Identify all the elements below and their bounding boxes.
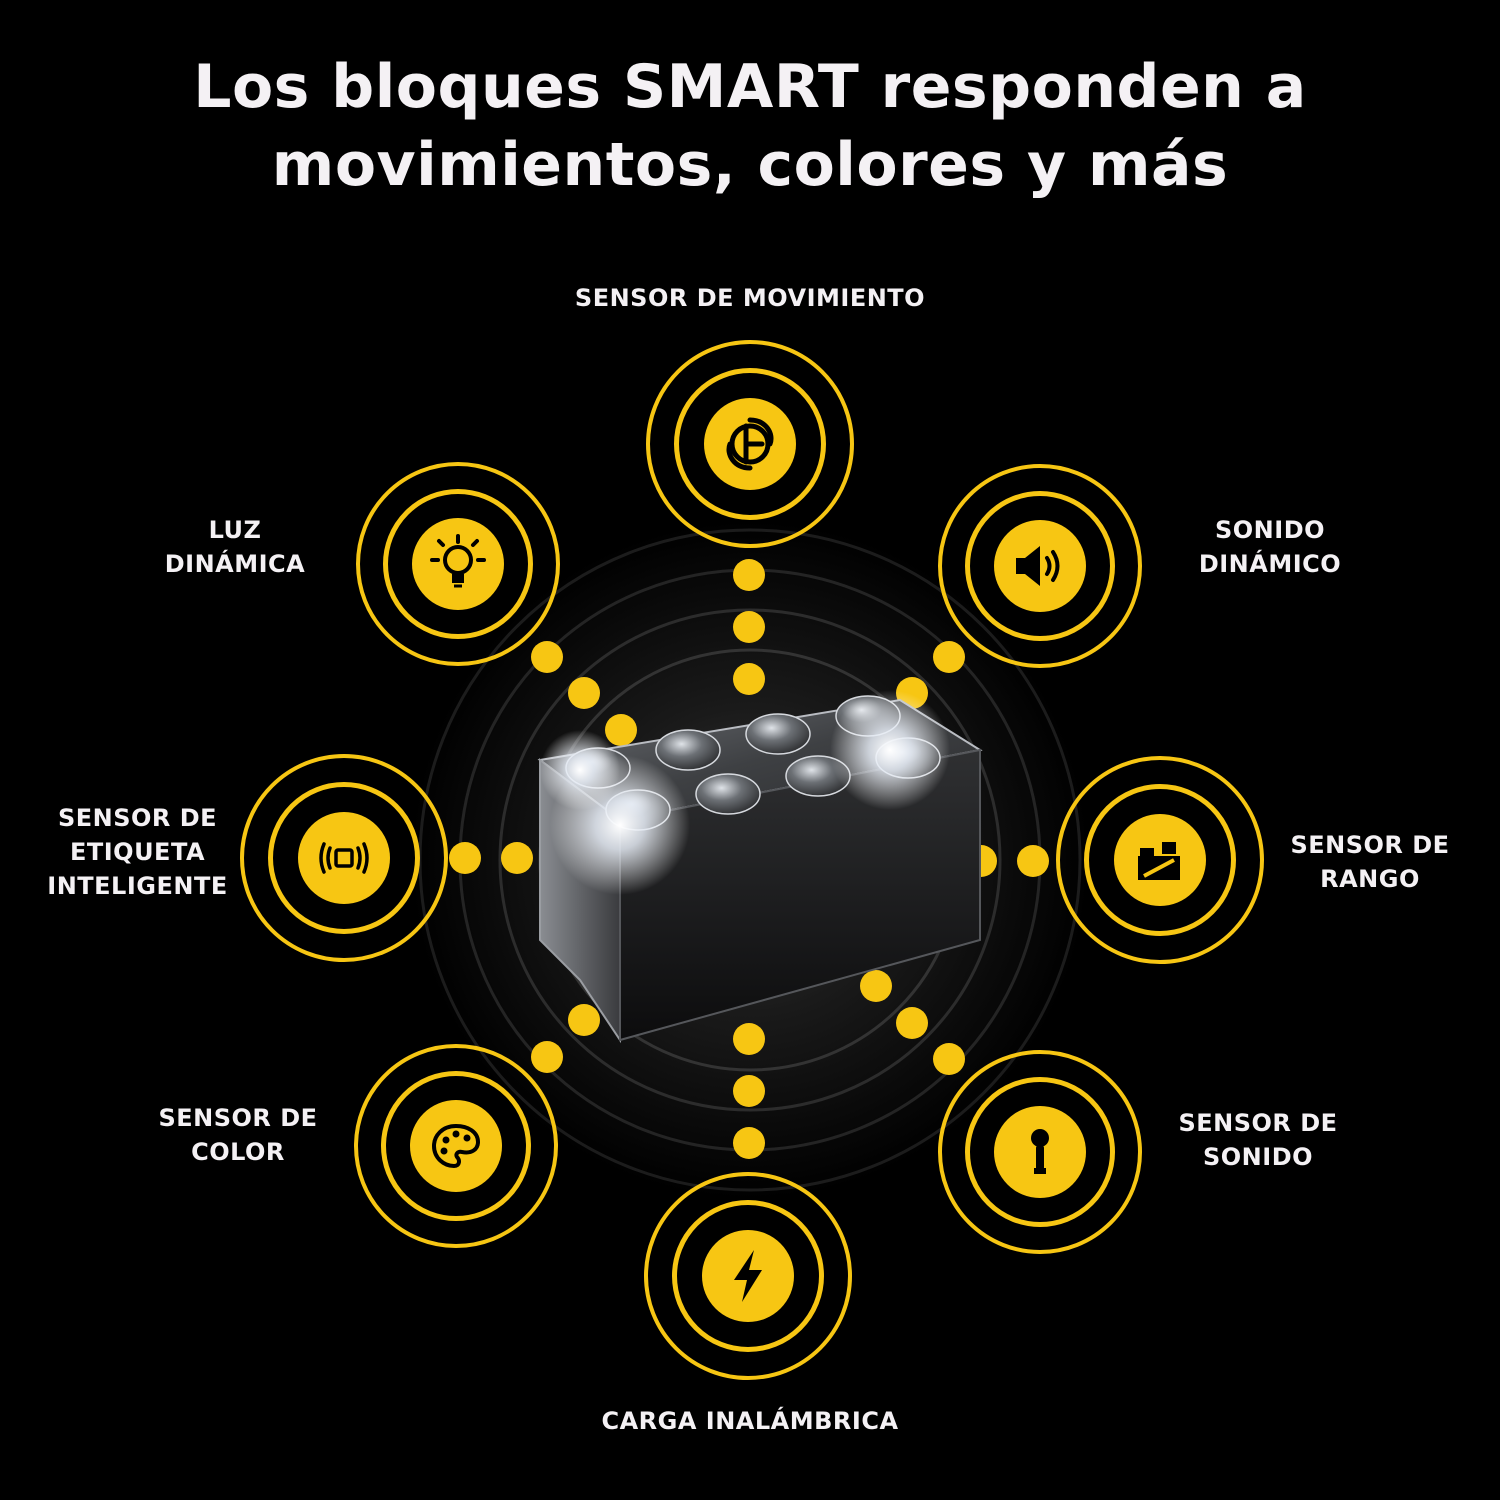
label-line: ETIQUETA (69, 838, 206, 866)
label-line: COLOR (191, 1138, 285, 1166)
feature-ring-outer (938, 464, 1142, 668)
connector-dot (531, 1041, 563, 1073)
lightbulb-icon (430, 534, 486, 588)
connector-dot (1017, 845, 1049, 877)
label-color-sensor: SENSOR DE COLOR (133, 1101, 343, 1169)
feature-icon-disc (994, 520, 1086, 612)
label-line: SENSOR DE (1290, 831, 1450, 859)
connector-dot (733, 1075, 765, 1107)
label-line: SENSOR DE (57, 804, 218, 832)
feature-ring-outer (240, 754, 448, 962)
label-line: SENSOR DE (158, 1104, 318, 1132)
feature-icon-disc (412, 518, 504, 610)
label-line: INTELIGENTE (47, 872, 228, 900)
feature-ring-outer (356, 462, 560, 666)
connector-dot (568, 677, 600, 709)
palette-icon (431, 1123, 481, 1169)
feature-sound-sensor (938, 1050, 1142, 1254)
label-dynamic-sound: SONIDO DINÁMICO (1170, 513, 1370, 581)
feature-ring-outer (644, 1172, 852, 1380)
smart-brick-illustration (537, 690, 983, 1044)
feature-wireless-charging (644, 1172, 852, 1380)
label-dynamic-light: LUZ DINÁMICA (135, 513, 335, 581)
speaker-icon (1016, 546, 1060, 586)
label-wireless-charging: CARGA INALÁMBRICA (500, 1404, 1000, 1438)
connector-dot (733, 1127, 765, 1159)
connector-dot (733, 663, 765, 695)
label-smart-tag-sensor: SENSOR DE ETIQUETA INTELIGENTE (20, 801, 255, 903)
connector-dot (933, 1043, 965, 1075)
smart-tag-icon (319, 842, 369, 874)
microphone-icon (1031, 1129, 1049, 1174)
feature-smart-tag-sensor (240, 754, 448, 962)
feature-ring-outer (938, 1050, 1142, 1254)
label-line: CARGA INALÁMBRICA (601, 1407, 899, 1435)
connector-dot (531, 641, 563, 673)
motion-sensor-icon (726, 417, 774, 471)
label-line: LUZ (208, 516, 262, 544)
feature-color-sensor (354, 1044, 558, 1248)
connector-dot (605, 714, 637, 746)
feature-motion-sensor (646, 340, 854, 548)
label-line: SONIDO (1214, 516, 1326, 544)
connector-dot (733, 1023, 765, 1055)
connector-dot (860, 970, 892, 1002)
feature-range-sensor (1056, 756, 1264, 964)
connector-dot (733, 559, 765, 591)
range-sensor-icon (1138, 842, 1180, 880)
headline: Los bloques SMART responden a movimiento… (0, 48, 1500, 204)
lightning-bolt-icon (734, 1250, 762, 1302)
label-line: RANGO (1320, 865, 1420, 893)
label-sound-sensor: SENSOR DE SONIDO (1153, 1106, 1363, 1174)
feature-ring-outer (1056, 756, 1264, 964)
connector-dot (449, 842, 481, 874)
feature-ring-outer (646, 340, 854, 548)
label-line: SENSOR DE (1178, 1109, 1338, 1137)
feature-ring-outer (354, 1044, 558, 1248)
label-line: DINÁMICO (1198, 550, 1342, 578)
label-line: SONIDO (1202, 1143, 1314, 1171)
connector-dot (568, 1004, 600, 1036)
feature-icon-disc (994, 1106, 1086, 1198)
headline-line-2: movimientos, colores y más (271, 130, 1229, 200)
label-line: SENSOR DE MOVIMIENTO (574, 284, 926, 312)
feature-icon-disc (1114, 814, 1206, 906)
connector-dot (896, 1007, 928, 1039)
label-motion-sensor: SENSOR DE MOVIMIENTO (500, 281, 1000, 315)
feature-dynamic-sound (938, 464, 1142, 668)
label-line: DINÁMICA (164, 550, 306, 578)
connector-dot (501, 842, 533, 874)
headline-line-1: Los bloques SMART responden a (193, 52, 1307, 122)
feature-icon-disc (410, 1100, 502, 1192)
connector-dot (933, 641, 965, 673)
connector-dot (733, 611, 765, 643)
feature-dynamic-light (356, 462, 560, 666)
feature-icon-disc (298, 812, 390, 904)
label-range-sensor: SENSOR DE RANGO (1265, 828, 1475, 896)
feature-icon-disc (704, 398, 796, 490)
feature-icon-disc (702, 1230, 794, 1322)
